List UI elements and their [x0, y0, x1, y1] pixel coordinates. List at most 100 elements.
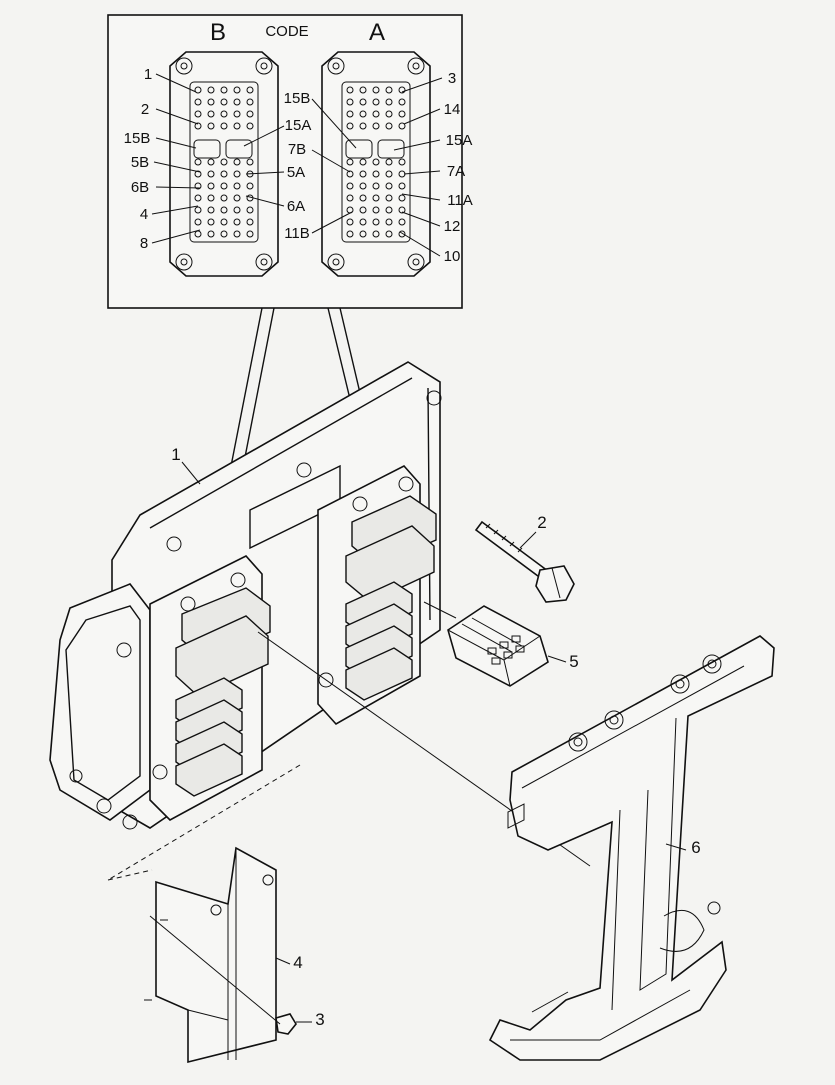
pin-hole [194, 182, 202, 190]
pin-hole [372, 98, 380, 106]
pin-hole [207, 110, 215, 118]
right-pin-labels: 3 14 15A 7A 11A 12 10 [393, 70, 473, 265]
pin-hole [398, 86, 406, 94]
pin-hole [346, 110, 354, 118]
pin-hole [207, 86, 215, 94]
pin-label-5a: 5A [287, 164, 305, 181]
pin-hole [207, 230, 215, 238]
pin-hole [207, 194, 215, 202]
connector-code-inset: B CODE A 1 [107, 14, 473, 309]
pin-hole [372, 86, 380, 94]
pin-hole [385, 218, 393, 226]
pin-hole [194, 98, 202, 106]
pin-hole [220, 194, 228, 202]
pin-hole [220, 218, 228, 226]
pin-hole [346, 230, 354, 238]
pin-hole [372, 230, 380, 238]
pin-hole [372, 122, 380, 130]
pin-label-7a: 7A [447, 163, 465, 180]
callouts: 1 2 3 4 5 6 [171, 445, 700, 1029]
connector-block [345, 647, 413, 701]
pin-hole [194, 206, 202, 214]
pin-hole [194, 194, 202, 202]
callout-4: 4 [293, 953, 302, 972]
pin-hole [220, 158, 228, 166]
pin-label-7b: 7B [288, 141, 306, 158]
connector-a-housing [317, 465, 437, 726]
pin-hole [346, 170, 354, 178]
pin-hole [359, 86, 367, 94]
pin-label-15a-b: 15A [285, 117, 312, 134]
pin-hole [359, 122, 367, 130]
pin-hole [372, 110, 380, 118]
pin-hole [207, 170, 215, 178]
pin-hole [220, 182, 228, 190]
pin-hole [385, 158, 393, 166]
pin-hole [194, 158, 202, 166]
pin-hole [372, 182, 380, 190]
pin-hole [194, 218, 202, 226]
pin-hole [398, 122, 406, 130]
pin-hole [220, 170, 228, 178]
pin-hole [346, 98, 354, 106]
connector-a-label: A [369, 19, 385, 46]
pin-hole [346, 122, 354, 130]
pin-hole [359, 194, 367, 202]
screw [149, 915, 297, 1035]
pin-hole [398, 218, 406, 226]
pin-hole [346, 158, 354, 166]
pin-hole [346, 86, 354, 94]
pin-label-4: 4 [140, 206, 148, 223]
pin-hole [372, 206, 380, 214]
pin-hole [385, 230, 393, 238]
pin-label-6a: 6A [287, 198, 305, 215]
mounting-bracket [488, 635, 775, 1061]
pin-hole [359, 98, 367, 106]
pin-hole [194, 170, 202, 178]
connector-b-housing [149, 555, 271, 821]
pin-hole [233, 230, 241, 238]
pin-label-5b: 5B [131, 154, 149, 171]
left-pin-labels: 1 2 15B 5B 6B 4 8 [124, 66, 201, 252]
pin-hole [194, 110, 202, 118]
pin-label-15b-a: 15B [284, 90, 311, 107]
pin-hole [385, 170, 393, 178]
pin-hole [359, 110, 367, 118]
callout-6: 6 [691, 838, 700, 857]
connector-block [175, 743, 243, 797]
pin-hole [359, 230, 367, 238]
pin-hole [398, 182, 406, 190]
pin-label-15a: 15A [446, 132, 473, 149]
pin-hole [359, 170, 367, 178]
plug-connector [423, 601, 549, 687]
connector-a-face [321, 51, 431, 277]
pin-hole [246, 98, 254, 106]
pin-hole [385, 122, 393, 130]
callout-5: 5 [569, 652, 578, 671]
callout-3: 3 [315, 1010, 324, 1029]
pin-label-12: 12 [444, 218, 461, 235]
code-label: CODE [265, 23, 308, 40]
pin-hole [398, 98, 406, 106]
pin-hole [246, 218, 254, 226]
pin-hole [385, 86, 393, 94]
pin-hole [246, 122, 254, 130]
pin-label-15b: 15B [124, 130, 151, 147]
pin-hole [194, 86, 202, 94]
pin-hole [246, 158, 254, 166]
pin-hole [233, 98, 241, 106]
pin-hole [372, 170, 380, 178]
pin-hole [398, 194, 406, 202]
pin-hole [233, 170, 241, 178]
pin-hole [398, 158, 406, 166]
pin-hole [220, 86, 228, 94]
pin-label-14: 14 [444, 101, 461, 118]
connector-b-label: B [210, 19, 226, 46]
callout-2: 2 [537, 513, 546, 532]
pin-hole [220, 98, 228, 106]
pin-hole [207, 206, 215, 214]
pin-label-10: 10 [444, 248, 461, 265]
pin-hole [233, 182, 241, 190]
pin-label-1: 1 [144, 66, 152, 83]
pin-hole [220, 110, 228, 118]
